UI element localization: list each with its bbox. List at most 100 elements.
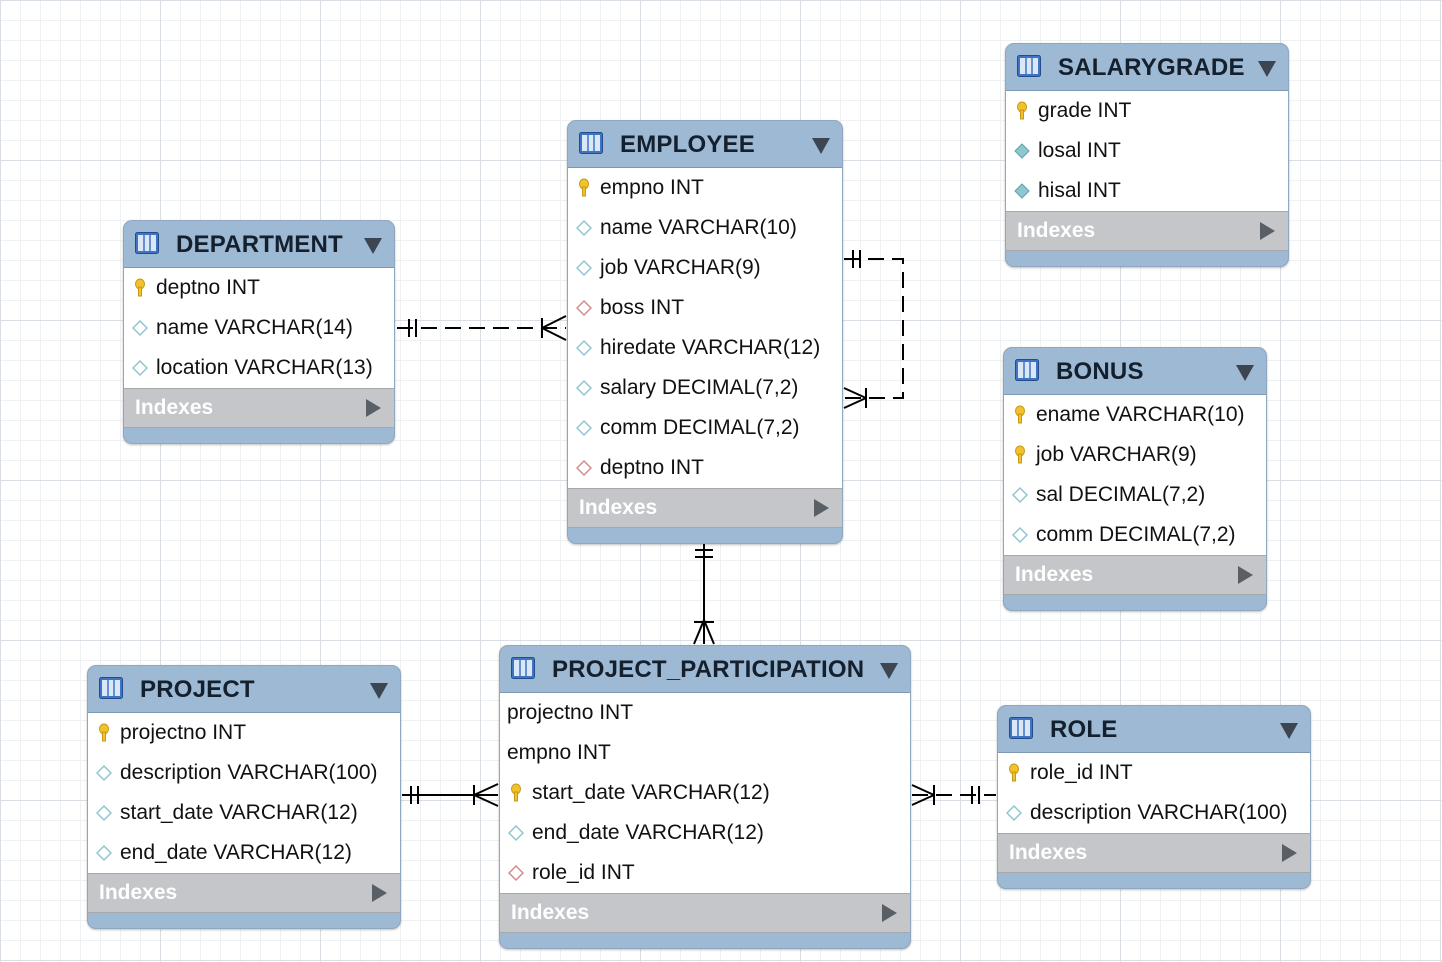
column-label: projectno INT bbox=[120, 721, 247, 744]
table-icon bbox=[99, 677, 123, 699]
column-label: job VARCHAR(9) bbox=[600, 256, 761, 279]
indexes-label: Indexes bbox=[579, 496, 658, 519]
table-header[interactable]: PROJECT_PARTICIPATION bbox=[500, 646, 910, 693]
rel-employee-self-line bbox=[844, 258, 904, 399]
expand-arrow-icon[interactable] bbox=[882, 904, 897, 922]
column-row[interactable]: hisal INT bbox=[1006, 171, 1288, 211]
column-row[interactable]: boss INT bbox=[568, 288, 842, 328]
table-bonus[interactable]: BONUS ename VARCHAR(10) job VARCHAR(9) sal… bbox=[1003, 347, 1267, 611]
collapse-arrow-icon[interactable] bbox=[1258, 61, 1276, 77]
column-row[interactable]: empno INT bbox=[500, 733, 910, 773]
expand-arrow-icon[interactable] bbox=[814, 499, 829, 517]
column-row[interactable]: role_id INT bbox=[998, 753, 1310, 793]
collapse-arrow-icon[interactable] bbox=[812, 138, 830, 154]
indexes-section[interactable]: Indexes bbox=[998, 833, 1310, 873]
indexes-section[interactable]: Indexes bbox=[88, 873, 400, 913]
crow-foot-mark bbox=[541, 327, 567, 341]
column-row[interactable]: projectno INT bbox=[88, 713, 400, 753]
column-row[interactable]: start_date VARCHAR(12) bbox=[88, 793, 400, 833]
indexes-section[interactable]: Indexes bbox=[1006, 211, 1288, 251]
collapse-arrow-icon[interactable] bbox=[370, 683, 388, 699]
column-row[interactable]: ename VARCHAR(10) bbox=[1004, 395, 1266, 435]
table-project-participation[interactable]: PROJECT_PARTICIPATION projectno INT empno… bbox=[499, 645, 911, 949]
expand-arrow-icon[interactable] bbox=[1238, 566, 1253, 584]
diamond-icon bbox=[131, 318, 149, 338]
column-row[interactable]: deptno INT bbox=[568, 448, 842, 488]
column-row[interactable]: description VARCHAR(100) bbox=[88, 753, 400, 793]
column-label: job VARCHAR(9) bbox=[1036, 443, 1197, 466]
table-icon bbox=[135, 232, 159, 254]
collapse-arrow-icon[interactable] bbox=[364, 238, 382, 254]
column-row[interactable]: losal INT bbox=[1006, 131, 1288, 171]
expand-arrow-icon[interactable] bbox=[1260, 222, 1275, 240]
column-label: role_id INT bbox=[532, 861, 635, 884]
table-icon bbox=[1017, 55, 1041, 77]
foreign-key-diamond-icon bbox=[575, 458, 593, 478]
expand-arrow-icon[interactable] bbox=[366, 399, 381, 417]
indexes-section[interactable]: Indexes bbox=[500, 893, 910, 933]
column-row[interactable]: role_id INT bbox=[500, 853, 910, 893]
column-label: comm DECIMAL(7,2) bbox=[1036, 523, 1236, 546]
column-row[interactable]: projectno INT bbox=[500, 693, 910, 733]
column-row[interactable]: grade INT bbox=[1006, 91, 1288, 131]
column-row[interactable]: name VARCHAR(10) bbox=[568, 208, 842, 248]
collapse-arrow-icon[interactable] bbox=[1236, 365, 1254, 381]
column-list: projectno INT empno INT start_date VARCHAR… bbox=[500, 693, 910, 893]
table-header[interactable]: ROLE bbox=[998, 706, 1310, 753]
collapse-arrow-icon[interactable] bbox=[1280, 723, 1298, 739]
crow-foot-mark bbox=[911, 794, 935, 806]
column-row[interactable]: name VARCHAR(14) bbox=[124, 308, 394, 348]
column-row[interactable]: job VARCHAR(9) bbox=[1004, 435, 1266, 475]
column-label: comm DECIMAL(7,2) bbox=[600, 416, 800, 439]
column-row[interactable]: comm DECIMAL(7,2) bbox=[568, 408, 842, 448]
column-row[interactable]: hiredate VARCHAR(12) bbox=[568, 328, 842, 368]
indexes-section[interactable]: Indexes bbox=[124, 388, 394, 428]
expand-arrow-icon[interactable] bbox=[372, 884, 387, 902]
column-row[interactable]: location VARCHAR(13) bbox=[124, 348, 394, 388]
column-row[interactable]: start_date VARCHAR(12) bbox=[500, 773, 910, 813]
column-row[interactable]: sal DECIMAL(7,2) bbox=[1004, 475, 1266, 515]
table-header[interactable]: SALARYGRADE bbox=[1006, 44, 1288, 91]
diamond-icon bbox=[95, 763, 113, 783]
table-header[interactable]: BONUS bbox=[1004, 348, 1266, 395]
crow-foot-mark bbox=[843, 387, 867, 399]
column-row[interactable]: description VARCHAR(100) bbox=[998, 793, 1310, 833]
column-label: empno INT bbox=[507, 741, 611, 764]
primary-key-icon bbox=[508, 783, 524, 803]
column-label: salary DECIMAL(7,2) bbox=[600, 376, 799, 399]
indexes-label: Indexes bbox=[1015, 563, 1094, 586]
indexes-section[interactable]: Indexes bbox=[568, 488, 842, 528]
diamond-icon bbox=[575, 338, 593, 358]
column-row[interactable]: deptno INT bbox=[124, 268, 394, 308]
table-title: BONUS bbox=[1056, 358, 1144, 385]
primary-key-icon bbox=[132, 278, 148, 298]
column-label: sal DECIMAL(7,2) bbox=[1036, 483, 1206, 506]
table-project[interactable]: PROJECT projectno INT description VARCHAR… bbox=[87, 665, 401, 929]
table-header[interactable]: EMPLOYEE bbox=[568, 121, 842, 168]
column-row[interactable]: end_date VARCHAR(12) bbox=[88, 833, 400, 873]
primary-key-icon bbox=[1012, 445, 1028, 465]
column-row[interactable]: end_date VARCHAR(12) bbox=[500, 813, 910, 853]
column-label: start_date VARCHAR(12) bbox=[532, 781, 770, 804]
table-header[interactable]: DEPARTMENT bbox=[124, 221, 394, 268]
indexes-section[interactable]: Indexes bbox=[1004, 555, 1266, 595]
table-header[interactable]: PROJECT bbox=[88, 666, 400, 713]
expand-arrow-icon[interactable] bbox=[1282, 844, 1297, 862]
column-row[interactable]: comm DECIMAL(7,2) bbox=[1004, 515, 1266, 555]
column-row[interactable]: salary DECIMAL(7,2) bbox=[568, 368, 842, 408]
column-row[interactable]: empno INT bbox=[568, 168, 842, 208]
column-row[interactable]: job VARCHAR(9) bbox=[568, 248, 842, 288]
collapse-arrow-icon[interactable] bbox=[880, 663, 898, 679]
diamond-icon bbox=[507, 823, 525, 843]
column-label: description VARCHAR(100) bbox=[120, 761, 378, 784]
column-label: boss INT bbox=[600, 296, 685, 319]
column-label: location VARCHAR(13) bbox=[156, 356, 373, 379]
